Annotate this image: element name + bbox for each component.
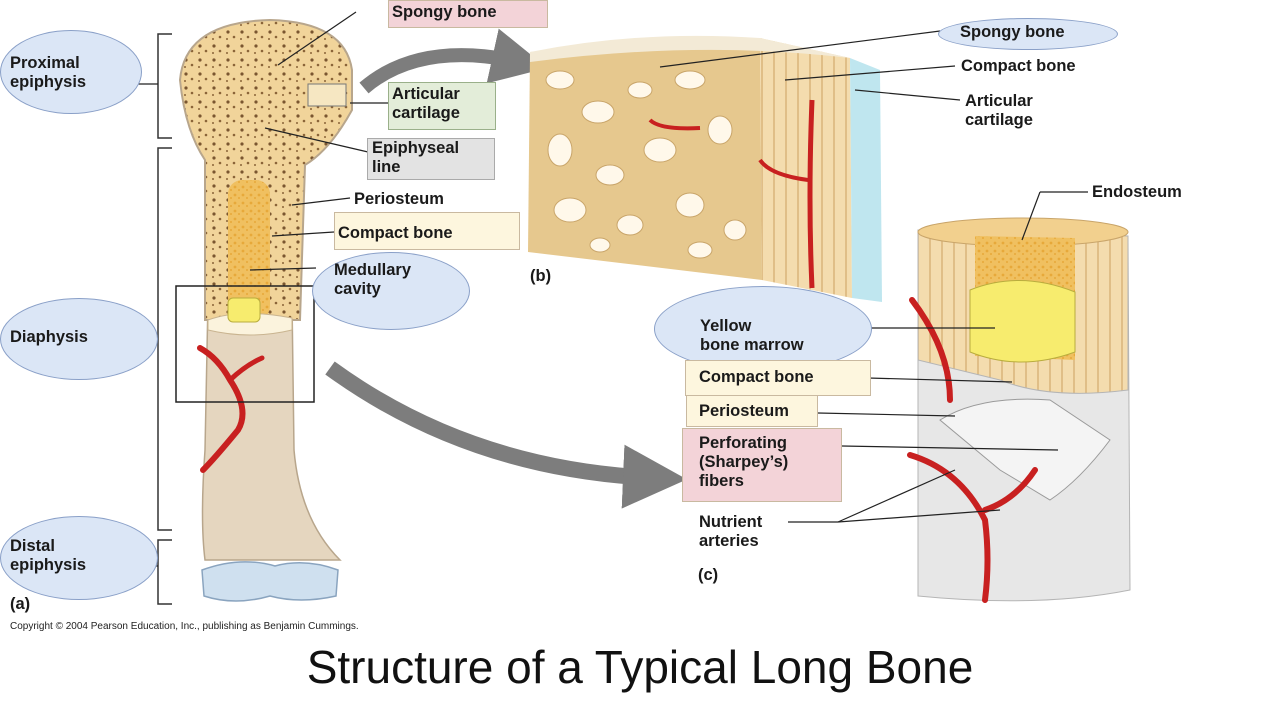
medullary-cavity-fill (228, 180, 270, 320)
spongy-bone-b-oval (938, 18, 1118, 50)
distal-epiphysis-cartilage (201, 561, 339, 602)
label-endosteum: Endosteum (1092, 183, 1182, 201)
periosteum-c-box (686, 395, 818, 427)
long-bone-illustration (175, 18, 353, 602)
region-brackets (157, 33, 172, 605)
zoom-box (175, 285, 315, 403)
panel-label-b: (b) (530, 267, 552, 285)
label-yellow-bone-marrow: Yellow bone marrow (700, 317, 804, 354)
distal-bracket (157, 539, 172, 605)
label-epiphyseal-line: Epiphyseal line (372, 139, 460, 176)
panel-b-cartilage (850, 58, 882, 302)
epiphyseal-line-box (367, 138, 495, 180)
proximal-epiphysis-oval (0, 30, 142, 114)
compact-bone-a-box (334, 212, 520, 250)
yellow-marrow-plug (227, 297, 261, 323)
bone-shaft (201, 299, 342, 561)
label-periosteum-a: Periosteum (354, 190, 444, 208)
panel-b-illustration (528, 35, 882, 302)
spongy-bone-a-box (388, 0, 548, 28)
compact-bone-c-box (685, 360, 871, 396)
diaphysis-bracket (157, 147, 172, 531)
label-spongy-bone-a: Spongy bone (392, 3, 497, 21)
panel-c-yellow-marrow (969, 279, 1076, 363)
perforating-fibers-box (682, 428, 842, 502)
copyright-notice: Copyright © 2004 Pearson Education, Inc.… (10, 621, 359, 632)
label-distal-epiphysis: Distal epiphysis (10, 537, 87, 574)
yellow-bone-marrow-oval (654, 286, 872, 372)
label-nutrient-arteries: Nutrient arteries (699, 513, 763, 550)
label-compact-bone-b: Compact bone (961, 57, 1076, 75)
arrow-to-c (325, 361, 687, 509)
panel-c-illustration (907, 217, 1131, 603)
label-diaphysis: Diaphysis (10, 328, 88, 346)
nutrient-artery-a (197, 345, 246, 473)
label-compact-bone-a: Compact bone (338, 224, 453, 242)
proximal-bracket (157, 33, 172, 139)
panel-b-spongy-region (528, 38, 762, 280)
slide-title: Structure of a Typical Long Bone (306, 641, 974, 693)
label-periosteum-c: Periosteum (699, 402, 789, 420)
articular-cartilage-a-box (388, 82, 496, 130)
arrow-to-b (359, 28, 548, 94)
label-compact-bone-c: Compact bone (699, 368, 814, 386)
diaphysis-oval (0, 298, 158, 380)
label-articular-cartilage-b: Articular cartilage (965, 92, 1033, 129)
label-articular-cartilage-a: Articular cartilage (392, 85, 460, 122)
panel-label-c: (c) (698, 566, 719, 584)
panel-label-a: (a) (10, 595, 31, 613)
panel-b-top-surface (530, 35, 850, 62)
panel-b-vessel (807, 99, 815, 289)
label-perforating-fibers: Perforating (Sharpey’s) fibers (699, 434, 789, 490)
medullary-cavity-oval (312, 252, 470, 330)
panel-c-arteries (907, 297, 1038, 603)
label-spongy-bone-b: Spongy bone (960, 23, 1065, 41)
label-medullary-cavity: Medullary cavity (334, 261, 412, 298)
distal-epiphysis-oval (0, 516, 158, 600)
panel-b-compact-region (760, 38, 852, 298)
label-proximal-epiphysis: Proximal epiphysis (10, 54, 87, 91)
leader-lines (112, 11, 1088, 567)
cartilage-notch (307, 83, 347, 107)
